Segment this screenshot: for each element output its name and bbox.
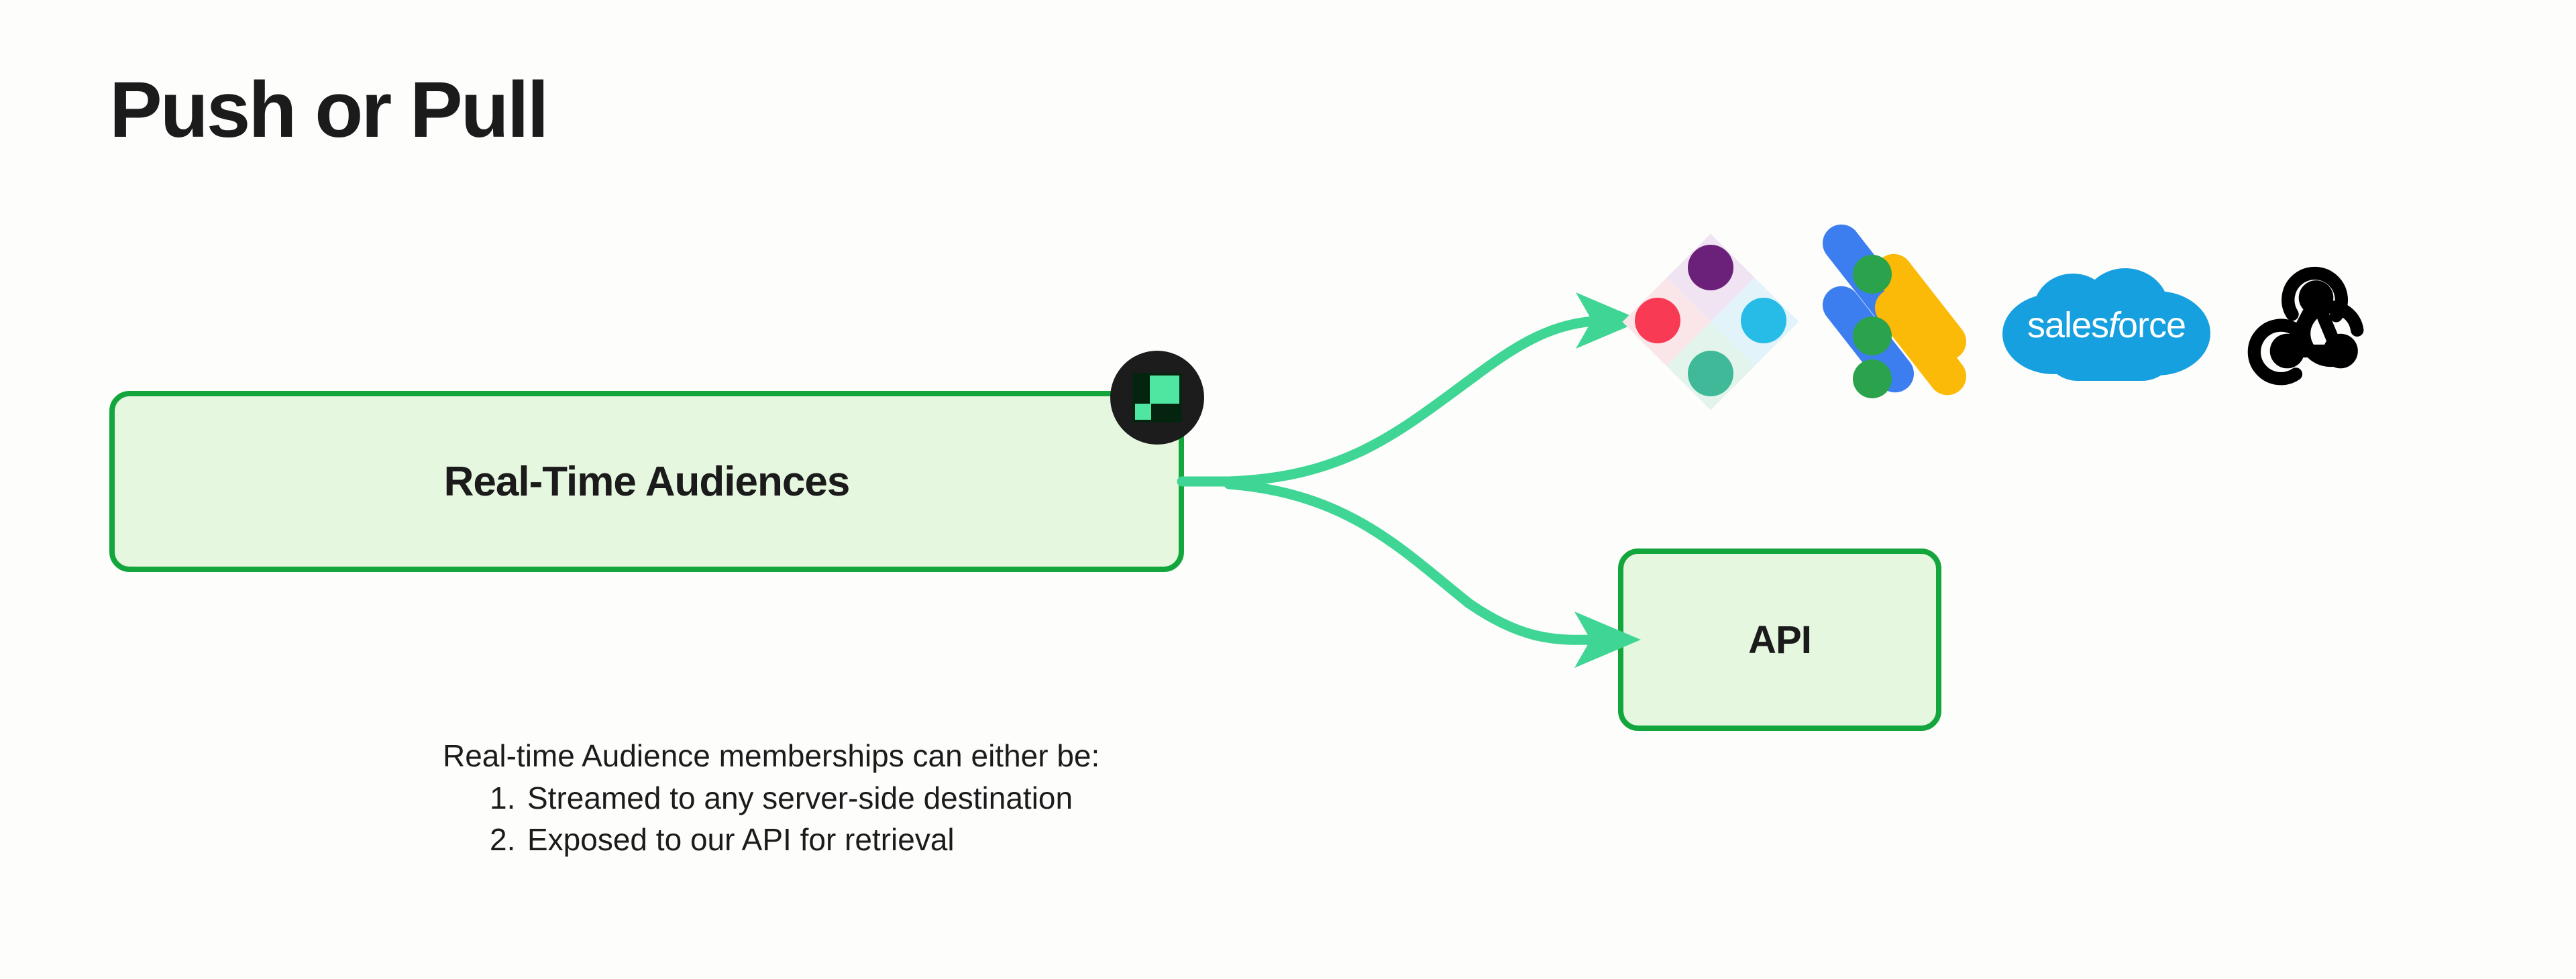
salesforce-wordmark-prefix: sales (2027, 305, 2109, 345)
badge-square-small (1135, 404, 1151, 420)
gads-dot-2 (1853, 316, 1892, 355)
list-item: 1. Streamed to any server-side destinati… (443, 777, 1099, 819)
webhook-icon (2244, 250, 2388, 394)
real-time-audiences-card[interactable]: Real-Time Audiences (109, 391, 1184, 572)
caption-block: Real-time Audience memberships can eithe… (443, 735, 1099, 861)
connector-to-destinations (1224, 292, 1642, 487)
salesforce-wordmark-suffix: orce (2118, 305, 2186, 345)
braze-dot-purple (1688, 245, 1733, 290)
braze-dot-red (1635, 298, 1680, 343)
connector-to-api (1224, 479, 1641, 669)
badge-square-large (1150, 376, 1179, 404)
braze-dot-teal (1688, 351, 1733, 396)
audience-badge-mark (1132, 373, 1182, 422)
gads-dot-3 (1853, 359, 1892, 398)
list-item: 2. Exposed to our API for retrieval (443, 819, 1099, 861)
salesforce-wordmark-f: f (2108, 305, 2118, 345)
google-ads-logo-icon (1807, 217, 1974, 406)
list-item-text: Streamed to any server-side destination (527, 780, 1073, 815)
caption-intro: Real-time Audience memberships can eithe… (443, 738, 1100, 773)
caption-list: 1. Streamed to any server-side destinati… (443, 777, 1099, 861)
list-item-text: Exposed to our API for retrieval (527, 822, 955, 858)
list-item-number: 2. (490, 822, 516, 858)
audience-badge-icon (1110, 351, 1204, 445)
api-card[interactable]: API (1618, 549, 1941, 731)
braze-dot-cyan (1741, 298, 1786, 343)
salesforce-wordmark: salesforce (2002, 307, 2210, 343)
google-ads-shape (1810, 217, 1974, 403)
list-item-number: 1. (490, 780, 516, 815)
api-label: API (1748, 618, 1812, 662)
salesforce-cloud-shape: salesforce (2002, 268, 2210, 381)
gads-dot-1 (1853, 255, 1892, 294)
page-title: Push or Pull (109, 66, 549, 154)
destination-logos: salesforce (1622, 217, 2418, 416)
real-time-audiences-label: Real-Time Audiences (443, 458, 851, 505)
braze-logo-icon (1622, 233, 1799, 410)
salesforce-cloud-lobe-5 (2043, 311, 2177, 381)
salesforce-logo-icon: salesforce (1996, 258, 2217, 386)
